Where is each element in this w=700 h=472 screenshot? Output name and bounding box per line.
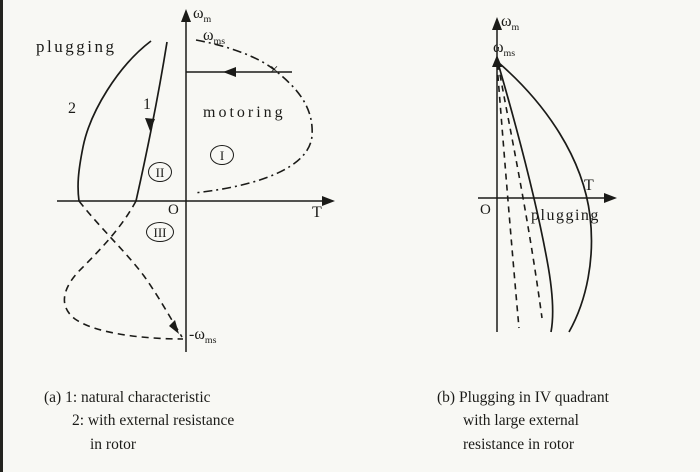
omega-m-base-a: ω: [193, 5, 204, 22]
fig-a-dashed-direction-arrow: [169, 320, 179, 334]
torque-label-a: T: [312, 204, 322, 221]
omega-ms-label-a: ωms: [203, 27, 226, 48]
fig-b-solid-curve-inner: [497, 62, 554, 333]
caption-b-line-1: (b) Plugging in IV quadrant: [437, 389, 609, 406]
fig-a-sync-line-left-arrow: [223, 67, 236, 77]
origin-label-a: O: [168, 202, 179, 218]
omega-ms-base-a: ω: [203, 27, 214, 44]
caption-b-line-3: resistance in rotor: [463, 435, 575, 453]
curve-1-label: 1: [143, 96, 151, 113]
figure-a-arrowheads: [145, 9, 335, 334]
figure-a-lines: [57, 16, 330, 352]
figure-b-arrowheads: [492, 17, 617, 203]
fig-a-omega-axis-arrow: [181, 9, 191, 22]
origin-label-b: O: [480, 202, 491, 218]
omega-m-label-b: ωm: [501, 13, 520, 34]
omega-ms-base-b: ω: [493, 39, 504, 56]
caption-figure-a: (a) 1: natural characteristic 2: with ex…: [44, 386, 234, 456]
quadrant-1-badge: I: [210, 145, 234, 165]
scan-edge-artifact: [0, 0, 3, 472]
caption-b-line-2: with large external: [463, 412, 579, 430]
torque-label-b: T: [584, 177, 594, 194]
plugging-label-a: plugging: [36, 37, 117, 56]
omega-m-sub-b: m: [511, 22, 520, 34]
plugging-label-b: plugging: [531, 207, 600, 224]
quadrant-2-badge: II: [148, 162, 172, 182]
fig-a-torque-axis-arrow: [322, 196, 335, 206]
quadrant-3-badge: III: [146, 222, 174, 242]
fig-a-curve-1-dashed-extension: [63, 200, 184, 340]
caption-a-line-1: (a) 1: natural characteristic: [44, 389, 211, 406]
omega-ms-sub-b: ms: [503, 48, 516, 60]
quadrant-3-text: III: [153, 224, 167, 240]
neg-omega-ms-label-a: -ωms: [189, 326, 217, 347]
fig-b-solid-curve-outer: [498, 62, 593, 333]
fig-a-curve-1-direction-arrow: [145, 118, 155, 131]
quadrant-1-text: I: [219, 147, 225, 163]
caption-figure-b: (b) Plugging in IV quadrant with large e…: [437, 386, 609, 456]
curve-2-label: 2: [68, 100, 76, 117]
neg-omega-ms-sub-a: ms: [204, 335, 217, 347]
omega-m-label-a: ωm: [193, 5, 212, 26]
neg-omega-ms-base-a: -ω: [189, 326, 205, 343]
omega-m-base-b: ω: [501, 13, 512, 30]
figure-b-lines: [478, 22, 614, 333]
operating-point-x-marker: ×: [270, 62, 279, 78]
omega-m-sub-a: m: [203, 14, 212, 26]
fig-a-curve-2-solid: [77, 40, 152, 202]
omega-ms-sub-a: ms: [213, 36, 226, 48]
fig-a-curve-2-dashed-extension: [78, 200, 183, 338]
fig-b-omega-axis-arrow: [492, 17, 502, 30]
caption-a-line-2: 2: with external resistance: [72, 412, 235, 430]
fig-a-natural-motoring-curve-dashdot: [193, 39, 313, 194]
fig-b-torque-axis-arrow: [604, 193, 617, 203]
motoring-label: motoring: [203, 104, 286, 121]
caption-a-line-3: in rotor: [90, 435, 137, 453]
fig-b-dashed-curve-2: [497, 63, 543, 319]
quadrant-2-text: II: [155, 164, 165, 180]
fig-b-sync-point-arrow: [492, 55, 502, 67]
omega-ms-label-b: ωms: [493, 39, 516, 60]
fig-b-dashed-curve-1: [496, 63, 520, 329]
